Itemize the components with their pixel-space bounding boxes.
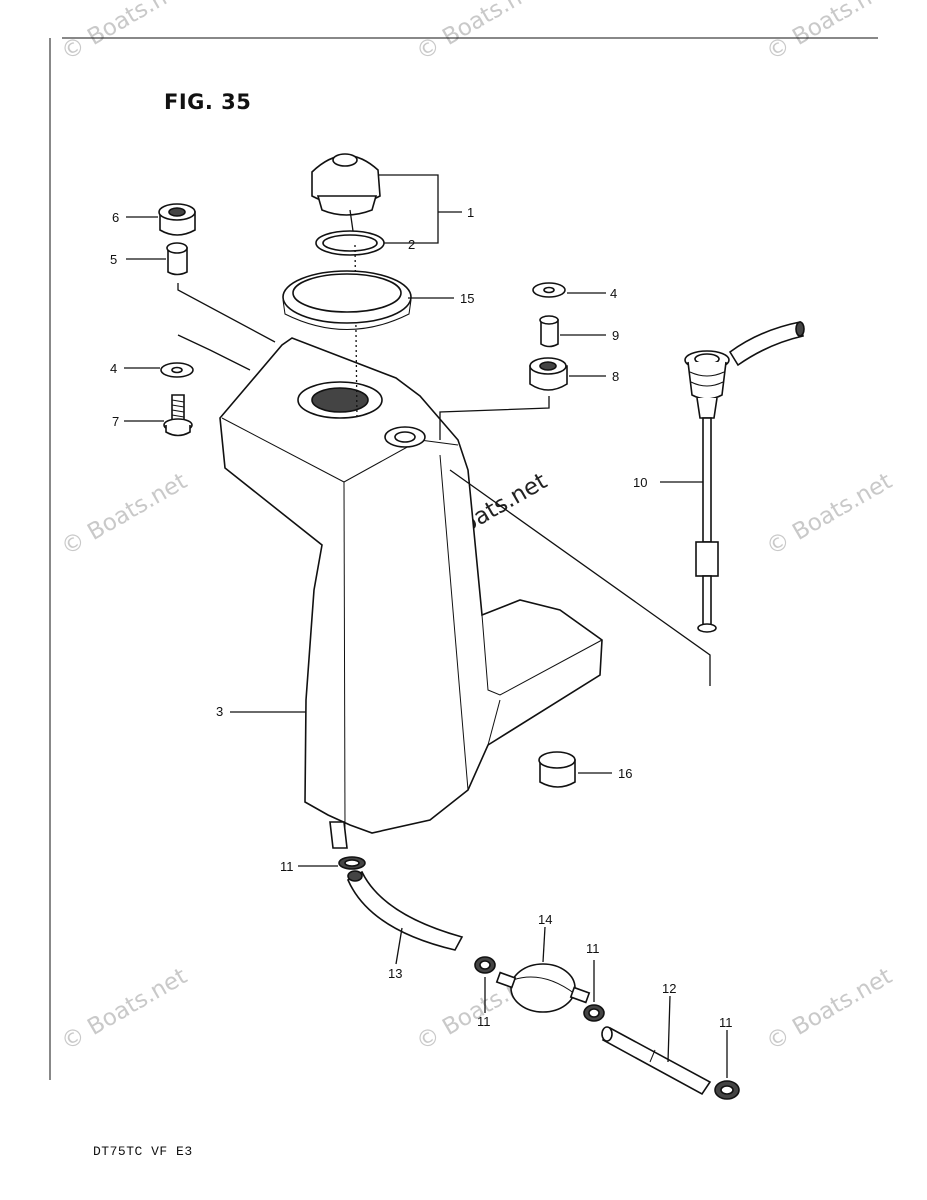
callout-14: 14 [538, 912, 552, 927]
fuel-hose-12 [601, 1026, 712, 1096]
callout-9: 9 [612, 328, 619, 343]
model-code: DT75TC VF E3 [93, 1144, 193, 1159]
figure-title: FIG. 35 [164, 90, 252, 114]
cap-16 [538, 751, 576, 788]
callout-11-mid: 11 [477, 1014, 491, 1029]
callout-11-top: 11 [280, 859, 294, 874]
filler-cap [311, 153, 385, 421]
hose-clip-end [714, 1080, 740, 1100]
fuel-hose-13 [346, 870, 464, 951]
bolt-7 [163, 394, 193, 437]
fuel-tank [219, 337, 603, 849]
grommet-6 [158, 203, 196, 236]
spacer-9 [539, 315, 559, 348]
callout-16: 16 [618, 766, 632, 781]
spacer-5 [166, 242, 188, 276]
callout-1: 1 [467, 205, 474, 220]
callout-4-left: 4 [110, 361, 117, 376]
callout-numbers: 1 2 3 4 4 5 6 7 8 9 10 11 11 11 11 12 13… [110, 205, 733, 1030]
callout-5: 5 [110, 252, 117, 267]
fuel-filter-14 [495, 963, 591, 1013]
callout-4-right: 4 [610, 286, 617, 301]
callout-11-right: 11 [586, 941, 600, 956]
callout-15: 15 [460, 291, 474, 306]
callout-3: 3 [216, 704, 223, 719]
grommet-8 [529, 357, 568, 391]
callout-10: 10 [633, 475, 647, 490]
callout-12: 12 [662, 981, 676, 996]
fuel-sender-10 [684, 321, 805, 633]
callout-7: 7 [112, 414, 119, 429]
hose-clip-right [583, 1004, 605, 1022]
washer-right [532, 282, 566, 298]
callout-11-end: 11 [719, 1015, 733, 1030]
hose-clip-top [338, 856, 366, 870]
leader-lines [124, 174, 728, 1078]
filler-ring [282, 270, 412, 330]
callout-8: 8 [612, 369, 619, 384]
callout-2: 2 [408, 237, 415, 252]
hose-clip-mid [474, 956, 496, 974]
callout-13: 13 [388, 966, 402, 981]
callout-6: 6 [112, 210, 119, 225]
washer-left [160, 362, 194, 378]
